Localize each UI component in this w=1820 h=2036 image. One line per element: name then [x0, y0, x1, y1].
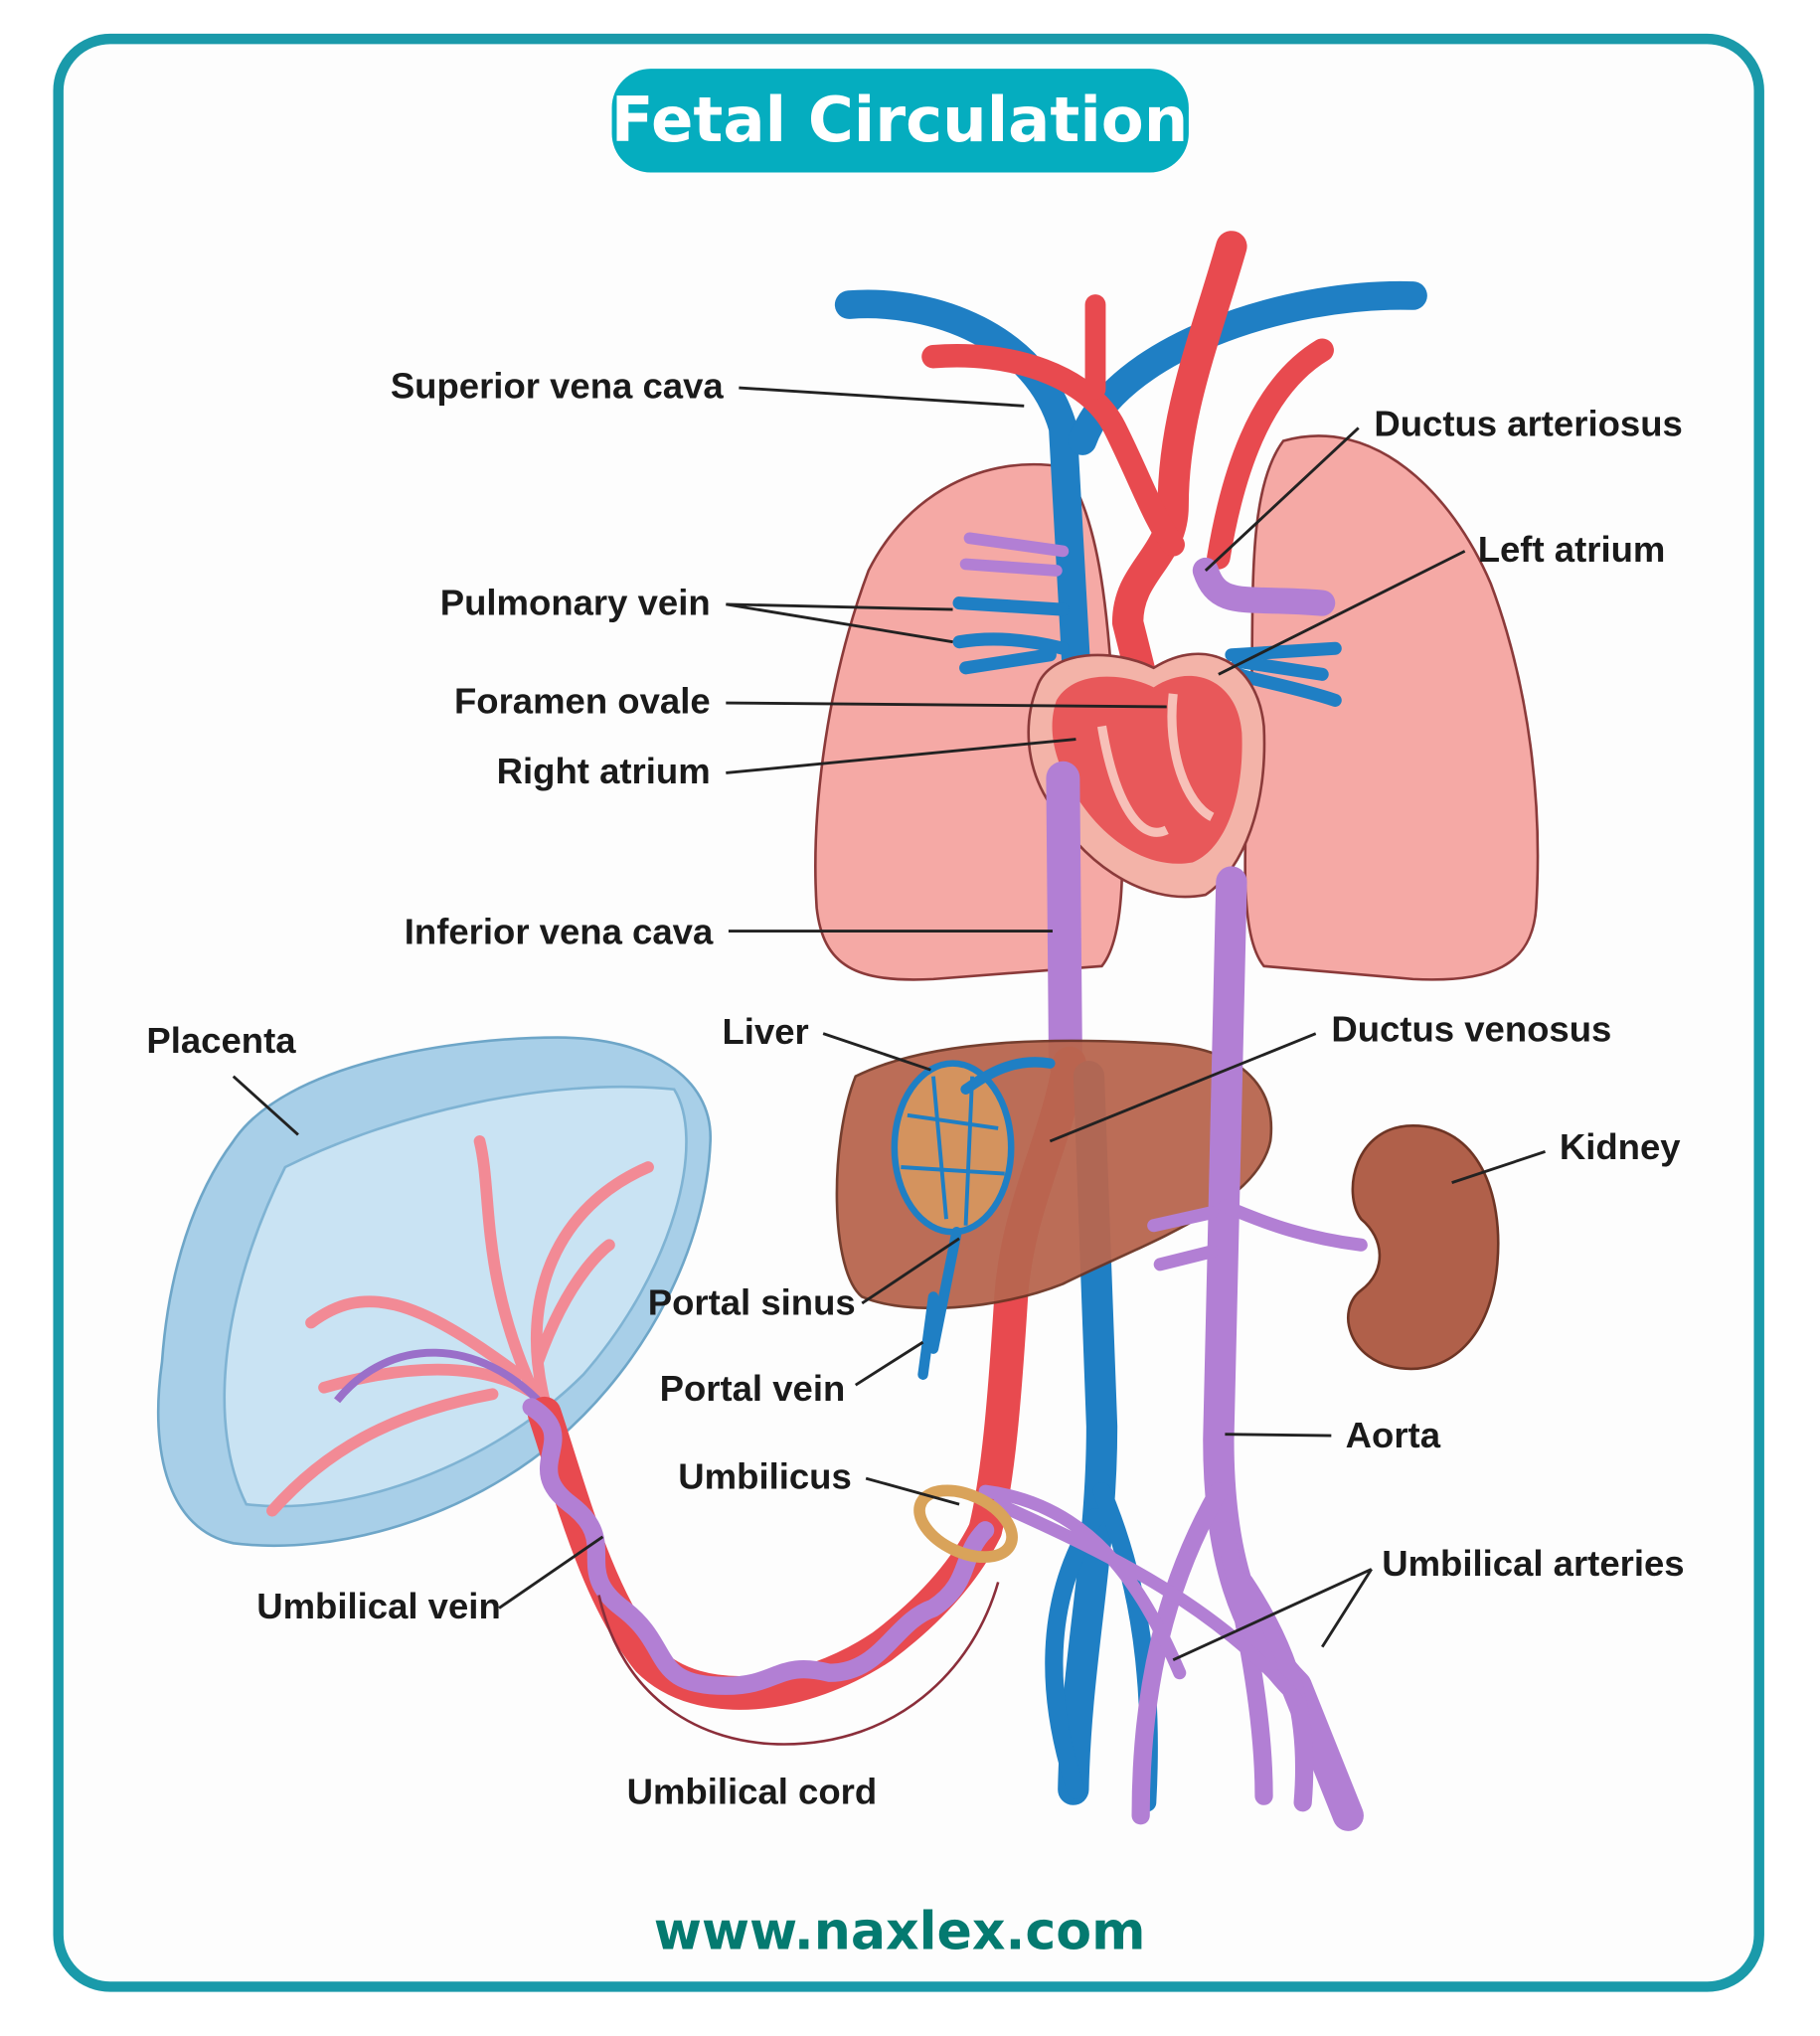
- umbilicus-ring: [913, 1484, 1018, 1564]
- leader-lines: [232, 386, 1546, 1662]
- kidney: [1346, 1123, 1500, 1371]
- label-superior-vena-cava: Superior vena cava: [391, 365, 725, 406]
- superior-vena-cava: [834, 289, 1090, 676]
- label-placenta: Placenta: [146, 1020, 296, 1061]
- page-title: Fetal Circulation: [611, 84, 1189, 156]
- label-umbilical-arteries: Umbilical arteries: [1382, 1543, 1684, 1584]
- pulmonary-artery: [1192, 557, 1336, 616]
- umbilical-cord: [522, 1396, 1303, 1710]
- label-pulmonary-vein: Pulmonary vein: [440, 582, 711, 622]
- label-left-atrium: Left atrium: [1478, 529, 1666, 570]
- portal-vein: [917, 1227, 962, 1380]
- label-ductus-venosus: Ductus venosus: [1331, 1008, 1611, 1049]
- footer-url[interactable]: www.naxlex.com: [654, 1903, 1146, 1962]
- heart: [1027, 652, 1266, 899]
- label-umbilicus: Umbilicus: [678, 1456, 851, 1497]
- placenta: [156, 1036, 712, 1548]
- title-banner: Fetal Circulation: [611, 69, 1189, 173]
- label-right-atrium: Right atrium: [497, 751, 711, 791]
- label-ductus-arteriosus: Ductus arteriosus: [1374, 403, 1682, 443]
- label-inferior-vena-cava: Inferior vena cava: [405, 912, 714, 952]
- label-umbilical-cord: Umbilical cord: [627, 1771, 878, 1811]
- label-liver: Liver: [723, 1011, 809, 1052]
- lower-vena-cava: [1058, 1061, 1118, 1805]
- label-portal-sinus: Portal sinus: [648, 1282, 856, 1323]
- label-kidney: Kidney: [1560, 1126, 1681, 1167]
- inferior-vena-cava: [1046, 761, 1082, 1081]
- label-aorta: Aorta: [1346, 1415, 1441, 1455]
- label-foramen-ovale: Foramen ovale: [454, 680, 711, 721]
- liver-sinusoids: [891, 1060, 1015, 1236]
- label-umbilical-vein: Umbilical vein: [256, 1586, 501, 1626]
- umbilical-cord-bracket: [597, 1582, 1000, 1746]
- label-portal-vein: Portal vein: [660, 1368, 846, 1409]
- aortic-arch: [1111, 231, 1247, 690]
